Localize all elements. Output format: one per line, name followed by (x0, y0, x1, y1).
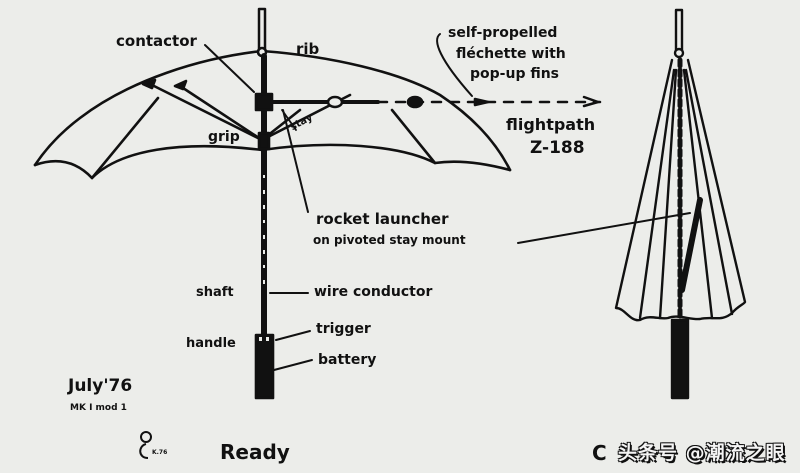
leader-trigger (275, 330, 311, 341)
open-umbrella (33, 7, 691, 400)
trigger-marks-2 (266, 337, 269, 341)
rib-joint-left-1 (141, 78, 157, 90)
label-grip: grip (208, 129, 240, 145)
closed-fold-1 (638, 68, 676, 320)
closed-canopy-outline (614, 58, 747, 322)
label-wire-conductor: wire conductor (314, 284, 433, 300)
closed-rocket-launcher (679, 197, 703, 293)
label-shaft: shaft (196, 285, 234, 300)
signature-mark (139, 431, 152, 459)
launcher-pivot (326, 95, 344, 109)
leader-flechette (436, 33, 473, 97)
signature-label: K.76 (152, 449, 168, 456)
leader-contactor (204, 44, 255, 93)
label-trigger: trigger (316, 321, 371, 337)
model-label: MK I mod 1 (70, 403, 127, 413)
label-flechette-line2: fléchette with (456, 46, 566, 62)
caption-ready: Ready (220, 440, 290, 464)
contactor-block (254, 92, 274, 112)
label-flightpath-code: Z-188 (530, 138, 585, 158)
handle (254, 333, 275, 400)
leader-battery (273, 359, 313, 371)
grip (257, 131, 271, 151)
flightpath-arrowhead (582, 95, 600, 108)
shaft-dots (263, 175, 265, 284)
label-handle: handle (186, 336, 236, 351)
label-flechette-line1: self-propelled (448, 25, 558, 41)
canopy-edge-right (260, 143, 512, 172)
date-label: July'76 (68, 376, 133, 396)
closed-notch (673, 47, 685, 59)
closed-umbrella (614, 8, 747, 400)
label-flechette-line3: pop-up fins (470, 66, 560, 82)
closed-handle (670, 318, 690, 400)
closed-tip (674, 8, 684, 54)
closed-fold-3 (682, 68, 714, 320)
closed-fold-2 (658, 68, 678, 320)
label-flightpath: flightpath (506, 115, 596, 134)
watermark: 头条号 @潮流之眼 (618, 442, 786, 464)
flechette (473, 97, 490, 107)
closed-fold-4 (684, 68, 734, 316)
trigger-marks (259, 337, 262, 341)
canopy-edge-left (33, 144, 264, 180)
canopy-top-left (33, 49, 264, 167)
stay-left-1 (146, 81, 264, 142)
label-contactor: contactor (116, 32, 197, 50)
label-rib: rib (296, 40, 320, 58)
stay-left-2 (178, 84, 264, 142)
rib-inner-right (390, 108, 437, 165)
umbrella-tip (257, 7, 267, 53)
leader-closed-rocket (517, 212, 691, 244)
label-rocket-mount: on pivoted stay mount (313, 233, 466, 247)
rib-inner-left (90, 96, 160, 180)
rib-joint-left-2 (173, 79, 188, 91)
caption-closed-partial: C (592, 441, 607, 465)
label-battery: battery (318, 352, 377, 368)
label-rocket-launcher: rocket launcher (316, 210, 449, 228)
launched-rocket (406, 95, 424, 109)
canopy-top-right (260, 49, 512, 172)
leader-rocket (282, 109, 309, 213)
